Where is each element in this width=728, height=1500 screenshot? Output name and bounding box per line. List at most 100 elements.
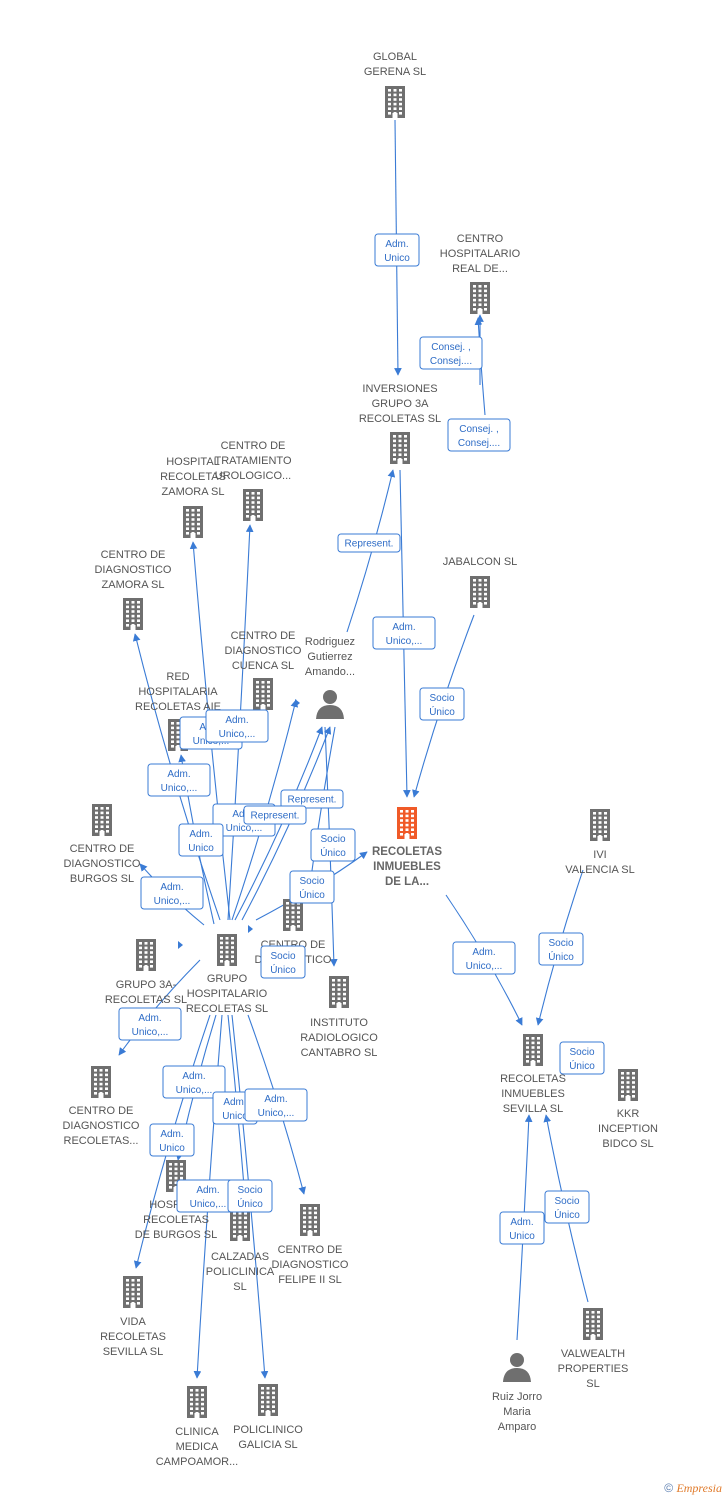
relation-badge[interactable]: Represent. [280,789,344,809]
relation-box[interactable] [147,763,211,797]
relation-box[interactable] [118,1007,182,1041]
building-icon[interactable] [329,976,349,1008]
relation-box[interactable] [544,1190,590,1224]
building-icon[interactable] [123,598,143,630]
relation-box[interactable] [289,870,335,904]
building-icon[interactable] [92,804,112,836]
building-icon[interactable] [91,1066,111,1098]
relation-box[interactable] [149,1123,195,1157]
relation-badge[interactable]: Adm.Unico,... [118,1007,182,1041]
relation-box[interactable] [372,616,436,650]
person-icon[interactable] [316,690,344,719]
relation-badge[interactable]: Adm.Unico,... [147,763,211,797]
relation-box[interactable] [205,709,269,743]
node-clinica[interactable]: CLINICAMEDICACAMPOAMOR... [156,1386,239,1468]
relation-badge[interactable]: Represent. [243,805,307,825]
relation-box[interactable] [452,941,516,975]
relation-box[interactable] [244,1088,308,1122]
building-icon[interactable] [590,809,610,841]
building-icon[interactable] [523,1034,543,1066]
building-icon[interactable] [183,506,203,538]
building-icon[interactable] [258,1384,278,1416]
relation-badge[interactable]: Adm.Unico,... [140,876,204,910]
relation-box[interactable] [140,876,204,910]
relation-box[interactable] [538,932,584,966]
building-icon[interactable] [390,432,410,464]
relation-box[interactable] [280,789,344,809]
building-icon[interactable] [123,1276,143,1308]
building-icon[interactable] [187,1386,207,1418]
relation-badge[interactable]: Adm.Unico,... [205,709,269,743]
building-icon[interactable] [618,1069,638,1101]
node-ctu[interactable]: CENTRO DETRATAMIENTOUROLOGICO... [215,440,292,521]
relation-box[interactable] [499,1211,545,1245]
relation-badge[interactable]: Adm.Unico,... [452,941,516,975]
relation-box[interactable] [337,533,401,553]
relation-box[interactable] [310,828,356,862]
relation-badge[interactable]: Adm.Unico,... [244,1088,308,1122]
relation-box[interactable] [162,1065,226,1099]
building-icon[interactable] [230,1209,250,1241]
relation-box[interactable] [260,945,306,979]
building-icon[interactable] [397,807,417,839]
building-icon[interactable] [217,934,237,966]
relation-badge[interactable]: Represent. [337,533,401,553]
relation-badge[interactable]: Adm.Unico [374,233,420,267]
relation-badge[interactable]: Consej. ,Consej.... [419,336,483,370]
relation-badge[interactable]: Adm.Unico [499,1211,545,1245]
person-icon[interactable] [503,1353,531,1382]
building-icon[interactable] [253,678,273,710]
relation-box[interactable] [419,336,483,370]
node-jabalcon[interactable]: JABALCON SL [443,556,518,608]
building-icon[interactable] [385,86,405,118]
node-g3asl[interactable]: GRUPO 3A-RECOLETAS SL [105,939,187,1006]
relation-badge[interactable]: Adm.Unico,... [162,1065,226,1099]
building-icon[interactable] [283,899,303,931]
building-icon[interactable] [136,939,156,971]
relation-box[interactable] [559,1041,605,1075]
building-icon[interactable] [583,1308,603,1340]
building-icon[interactable] [300,1204,320,1236]
relation-box[interactable] [243,805,307,825]
relation-badge[interactable]: Adm.Unico,... [372,616,436,650]
relation-box[interactable] [178,823,224,857]
node-rodriguez[interactable]: RodriguezGutierrezAmando... [305,636,355,719]
node-cdrec[interactable]: CENTRO DEDIAGNOSTICORECOLETAS... [62,1066,140,1147]
brand-logo[interactable]: Empresia [676,1481,722,1495]
relation-box[interactable] [447,418,511,452]
building-icon[interactable] [470,282,490,314]
building-icon[interactable] [243,489,263,521]
relation-badge[interactable]: Consej. ,Consej.... [447,418,511,452]
relation-box[interactable] [227,1179,273,1213]
relation-box[interactable] [419,687,465,721]
relation-badge[interactable]: Adm.Unico [149,1123,195,1157]
relation-box[interactable] [374,233,420,267]
